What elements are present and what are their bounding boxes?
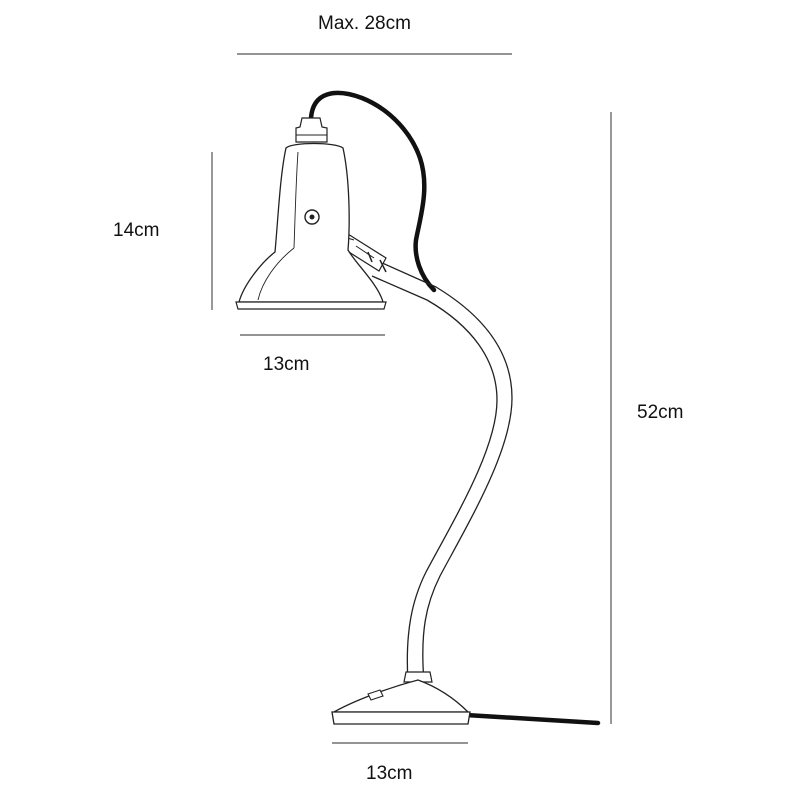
base-plate [331, 711, 471, 725]
power-cable-upper [308, 90, 437, 293]
power-cable-lower [463, 712, 601, 726]
base-body [331, 679, 470, 713]
shade-height-label: 14cm [113, 220, 160, 241]
lamp-arm-inner [371, 275, 498, 683]
lamp-shade [235, 117, 387, 310]
lamp-base [331, 671, 471, 725]
total-height-label: 52cm [637, 402, 684, 423]
max-width-label: Max. 28cm [318, 13, 411, 34]
shade-rim [235, 301, 387, 310]
shade-width-label: 13cm [263, 354, 310, 375]
base-switch [367, 689, 384, 701]
base-collar [403, 671, 433, 683]
base-width-label: 13cm [366, 763, 413, 784]
socket [295, 117, 328, 143]
lamp-arm-outer [379, 261, 513, 683]
